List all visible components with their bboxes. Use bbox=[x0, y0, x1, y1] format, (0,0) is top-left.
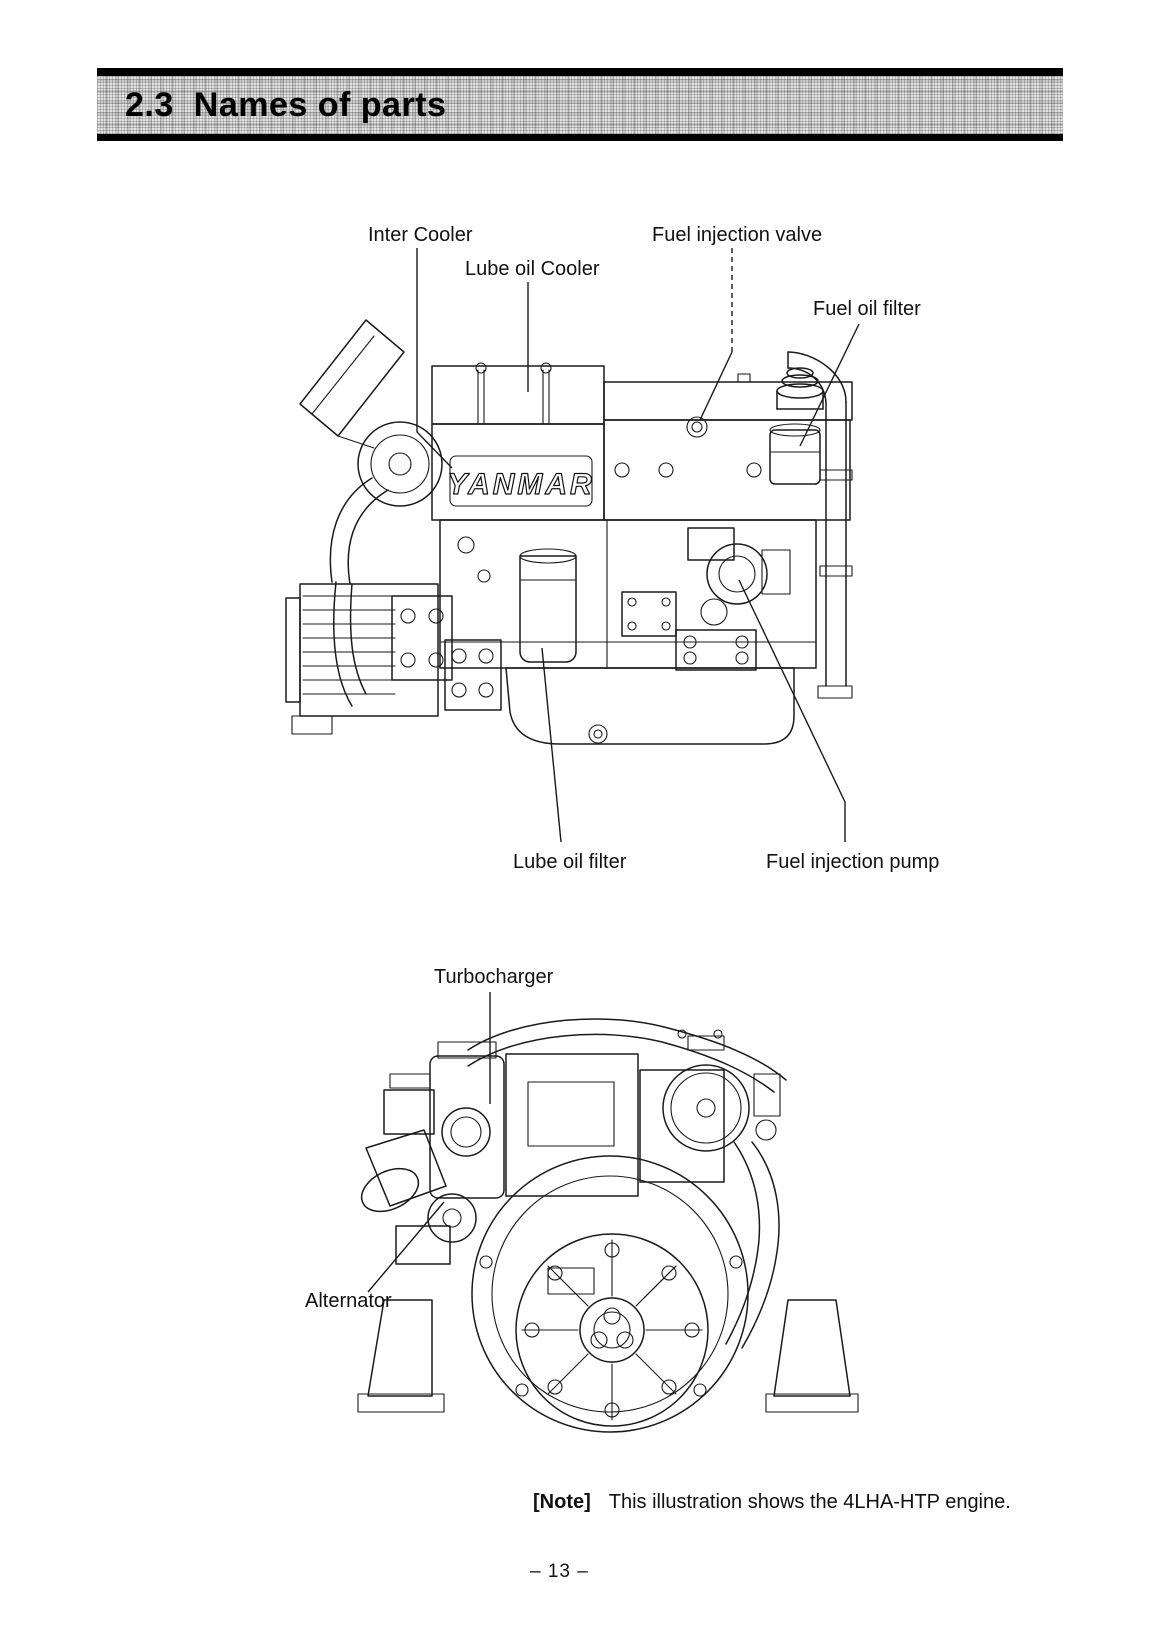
inter-cooler-leader-line bbox=[416, 248, 453, 469]
engine-side-view-diagram: YANMAR bbox=[285, 248, 860, 843]
engine-mounts bbox=[357, 1225, 859, 1413]
filler-cap bbox=[776, 367, 824, 410]
label-fuel-oil-filter: Fuel oil filter bbox=[813, 298, 921, 320]
left-hoses bbox=[329, 477, 389, 707]
section-number: 2.3 bbox=[125, 85, 174, 124]
banner-bottom-bar bbox=[97, 134, 1063, 141]
alternator-leader-line bbox=[367, 1201, 445, 1293]
section-name: Names of parts bbox=[193, 85, 447, 124]
label-fuel-injection-pump: Fuel injection pump bbox=[766, 851, 940, 873]
oil-pan bbox=[505, 667, 795, 745]
intake-pipe bbox=[467, 1018, 787, 1093]
note-text: This illustration shows the 4LHA-HTP eng… bbox=[608, 1491, 1011, 1513]
fuel-injection-pump-leader-line bbox=[738, 579, 846, 842]
note-prefix: [Note] bbox=[533, 1491, 591, 1513]
banner-top-bar bbox=[97, 68, 1063, 76]
note-line: [Note] This illustration shows the 4LHA-H… bbox=[533, 1491, 1011, 1514]
label-turbocharger: Turbocharger bbox=[434, 966, 554, 988]
governor-unit bbox=[621, 591, 677, 637]
label-alternator: Alternator bbox=[305, 1290, 392, 1312]
right-bracket bbox=[675, 629, 757, 671]
turbocharger-housing bbox=[357, 421, 443, 507]
engine-front-body bbox=[505, 1053, 725, 1197]
fuel-oil-filter-leader-line bbox=[799, 323, 860, 447]
intake-silencer-duct bbox=[299, 319, 405, 449]
label-inter-cooler: Inter Cooler bbox=[368, 224, 473, 246]
mount-bracket bbox=[391, 595, 502, 711]
alternator-part bbox=[427, 1193, 477, 1243]
fuel-oil-filter-part bbox=[769, 423, 821, 485]
engine-logo: YANMAR bbox=[447, 468, 594, 501]
air-intake-elbow bbox=[360, 1073, 447, 1213]
charge-air-pipe bbox=[787, 351, 853, 699]
fuel-injection-pump-part bbox=[687, 527, 791, 626]
right-hose bbox=[725, 1073, 781, 1349]
turbocharger-part bbox=[429, 1041, 505, 1199]
fuel-injection-valve-part bbox=[686, 416, 708, 438]
banner-body: 2.3 Names of parts bbox=[97, 76, 1063, 134]
flywheel-housing bbox=[471, 1155, 749, 1433]
page-number: – 13 – bbox=[530, 1561, 589, 1582]
label-lube-oil-filter: Lube oil filter bbox=[513, 851, 627, 873]
fuel-injection-valve-leader-line bbox=[699, 248, 733, 421]
engine-front-view-diagram bbox=[357, 992, 859, 1433]
lube-oil-filter-leader-line bbox=[541, 647, 562, 843]
lube-oil-filter-part bbox=[519, 548, 577, 663]
rocker-cover: YANMAR bbox=[431, 362, 605, 521]
water-pump-cover bbox=[662, 1029, 750, 1152]
section-title: 2.3 Names of parts bbox=[97, 86, 446, 125]
flywheel bbox=[515, 1233, 709, 1427]
label-fuel-injection-valve: Fuel injection valve bbox=[652, 224, 823, 246]
label-lube-oil-cooler: Lube oil Cooler bbox=[465, 258, 600, 280]
section-header-banner: 2.3 Names of parts bbox=[97, 68, 1063, 141]
gear-case bbox=[285, 583, 439, 735]
